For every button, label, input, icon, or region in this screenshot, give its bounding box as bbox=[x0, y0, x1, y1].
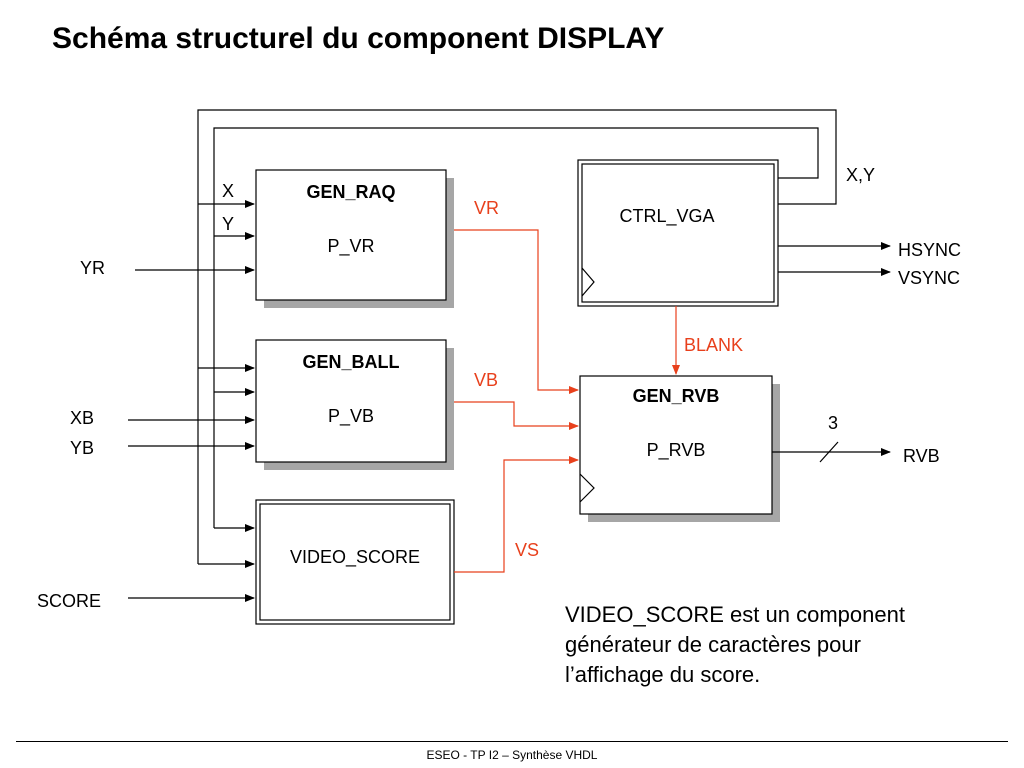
input-label-score: SCORE bbox=[37, 591, 101, 611]
gen-rvb-process: P_RVB bbox=[647, 440, 706, 461]
signal-label-blank: BLANK bbox=[684, 335, 743, 355]
gen-raq-name: GEN_RAQ bbox=[306, 182, 395, 202]
footer-divider bbox=[16, 741, 1008, 742]
signal-label-vs: VS bbox=[515, 540, 539, 560]
xy-feedback-wires bbox=[197, 109, 837, 564]
gen-ball-block: GEN_BALL P_VB bbox=[255, 339, 454, 470]
output-label-rvb: RVB bbox=[903, 446, 940, 466]
structural-diagram: GEN_RAQ P_VR GEN_BALL P_VB VIDEO_SCORE C… bbox=[37, 109, 961, 625]
signal-label-xy: X,Y bbox=[846, 165, 875, 185]
input-label-x: X bbox=[222, 181, 234, 201]
vr-wire bbox=[454, 229, 579, 394]
gen-ball-name: GEN_BALL bbox=[302, 352, 399, 372]
footer-text: ESEO - TP I2 – Synthèse VHDL bbox=[426, 748, 598, 762]
note-line: générateur de caractères pour bbox=[565, 632, 861, 657]
signal-label-vb: VB bbox=[474, 370, 498, 390]
video-score-note: VIDEO_SCORE est un component générateur … bbox=[565, 600, 985, 690]
gen-rvb-name: GEN_RVB bbox=[633, 386, 720, 406]
page-title: Schéma structurel du component DISPLAY bbox=[52, 22, 665, 55]
output-label-vsync: VSYNC bbox=[898, 268, 960, 288]
ctrl-vga-clock-marker bbox=[581, 267, 595, 297]
gen-raq-process: P_VR bbox=[327, 236, 374, 257]
rvb-bus-slash bbox=[819, 441, 839, 463]
video-score-block: VIDEO_SCORE bbox=[255, 499, 455, 625]
ctrl-vga-name: CTRL_VGA bbox=[619, 206, 714, 227]
input-label-y: Y bbox=[222, 214, 234, 234]
xy-to-gen-raq bbox=[198, 200, 255, 240]
output-label-hsync: HSYNC bbox=[898, 240, 961, 260]
input-label-yr: YR bbox=[80, 258, 105, 278]
xy-to-gen-ball bbox=[198, 364, 255, 396]
gen-raq-block: GEN_RAQ P_VR bbox=[255, 169, 454, 308]
vb-wire bbox=[454, 401, 579, 430]
input-label-yb: YB bbox=[70, 438, 94, 458]
gen-ball-process: P_VB bbox=[328, 406, 374, 427]
xy-to-video-score bbox=[198, 524, 255, 568]
video-score-name: VIDEO_SCORE bbox=[290, 547, 420, 568]
signal-label-vr: VR bbox=[474, 198, 499, 218]
bus-width-label: 3 bbox=[828, 413, 838, 433]
note-line: VIDEO_SCORE est un component bbox=[565, 602, 905, 627]
ctrl-vga-block: CTRL_VGA bbox=[577, 159, 779, 307]
gen-rvb-clock-marker bbox=[579, 473, 595, 503]
input-label-xb: XB bbox=[70, 408, 94, 428]
note-line: l’affichage du score. bbox=[565, 662, 761, 687]
vs-wire bbox=[454, 456, 579, 573]
gen-rvb-block: GEN_RVB P_RVB bbox=[579, 375, 780, 522]
